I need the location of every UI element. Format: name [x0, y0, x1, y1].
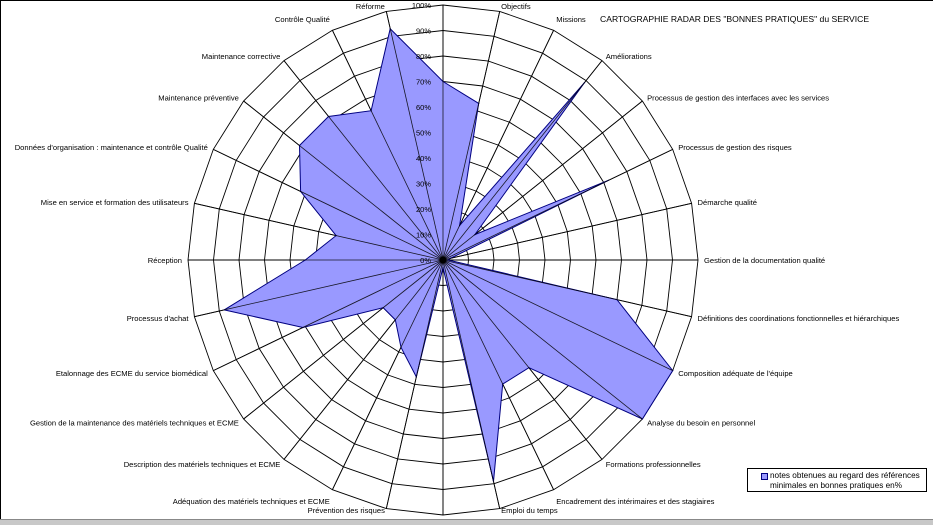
legend-label: notes obtenues au regard des références …: [770, 471, 920, 490]
axis-spoke-overlay: [442, 259, 673, 371]
tick-label: 50%: [416, 129, 431, 138]
axis-spoke-overlay: [283, 60, 444, 261]
axis-spoke-overlay: [213, 259, 444, 371]
axis-spoke-overlay: [442, 100, 643, 261]
axis-spoke-overlay: [213, 149, 444, 261]
category-label: Prévention des risques: [308, 506, 385, 515]
category-label: Missions: [556, 15, 586, 24]
category-label: Processus d'achat: [127, 314, 190, 323]
category-label: Maintenance corrective: [202, 52, 281, 61]
category-label: Objectifs: [501, 2, 531, 11]
category-label: Définitions des coordinations fonctionne…: [698, 314, 900, 323]
axis-spoke-overlay: [442, 259, 554, 490]
axis-spoke-overlay: [283, 259, 444, 460]
chart-title: CARTOGRAPHIE RADAR DES "BONNES PRATIQUES…: [600, 14, 870, 24]
axis-spoke-overlay: [332, 259, 444, 490]
tick-label: 0%: [420, 256, 431, 265]
category-label: Maintenance préventive: [158, 93, 239, 102]
category-label: Encadrement des intérimaires et des stag…: [556, 497, 714, 506]
axis-spoke-overlay: [243, 259, 444, 420]
axis-spoke-overlay: [442, 259, 603, 460]
category-label: Etalonnage des ECME du service biomédica…: [56, 369, 208, 378]
axis-spoke-overlay: [442, 259, 643, 420]
window-bottom-edge: [0, 519, 933, 525]
axis-spoke-overlay: [442, 259, 501, 509]
category-label: Processus de gestion des interfaces avec…: [647, 93, 829, 102]
category-label: Formations professionnelles: [606, 460, 701, 469]
category-label: Gestion de la maintenance des matériels …: [30, 419, 239, 428]
category-label: Description des matériels techniques et …: [124, 460, 281, 469]
radar-series: [188, 5, 698, 515]
axis-spoke-overlay: [385, 11, 444, 261]
axis-spoke-overlay: [442, 259, 692, 318]
legend: notes obtenues au regard des références …: [747, 468, 927, 492]
category-label: Composition adéquate de l'équipe: [678, 369, 793, 378]
category-label: Analyse du besoin en personnel: [647, 419, 755, 428]
category-label: Adéquation des matériels techniques et E…: [173, 497, 330, 506]
series-area: [222, 27, 674, 482]
tick-label: 60%: [416, 103, 431, 112]
category-label: Réception: [148, 256, 182, 265]
tick-label: 40%: [416, 154, 431, 163]
category-label: Mise en service et formation des utilisa…: [41, 198, 189, 207]
category-label: Réforme: [356, 2, 385, 11]
axis-spoke-overlay: [385, 259, 444, 509]
axis-spoke-overlay: [194, 202, 444, 261]
radial-tick-labels: 0% 10% 20% 30% 40% 50% 60% 70% 80% 90% 100%: [412, 1, 432, 265]
tick-label: 90%: [416, 27, 431, 36]
tick-label: 70%: [416, 78, 431, 87]
axis-spoke-overlay: [332, 30, 444, 261]
axis-spoke-overlay: [442, 149, 673, 261]
category-label: Gestion de la documentation qualité: [704, 256, 825, 265]
tick-label: 10%: [416, 231, 431, 240]
category-label: Processus de gestion des risques: [678, 143, 792, 152]
axis-spoke-overlay: [442, 11, 501, 261]
axis-spoke-overlay: [243, 100, 444, 261]
axis-spoke-overlay: [442, 60, 603, 261]
category-label: Contrôle Qualité: [275, 15, 330, 24]
axis-spoke-overlay: [442, 30, 554, 261]
category-labels: ObjectifsMissionsAméliorationsProcessus …: [15, 2, 900, 515]
center-marker: [439, 256, 447, 264]
category-label: Données d'organisation : maintenance et …: [15, 143, 208, 152]
legend-swatch: [761, 473, 768, 480]
category-label: Améliorations: [606, 52, 652, 61]
category-label: Emploi du temps: [501, 506, 558, 515]
tick-label: 30%: [416, 180, 431, 189]
tick-label: 20%: [416, 205, 431, 214]
category-label: Démarche qualité: [698, 198, 758, 207]
tick-label: 100%: [412, 1, 432, 10]
axis-spoke-overlay: [442, 202, 692, 261]
axis-spoke-overlay: [194, 259, 444, 318]
tick-label: 80%: [416, 52, 431, 61]
